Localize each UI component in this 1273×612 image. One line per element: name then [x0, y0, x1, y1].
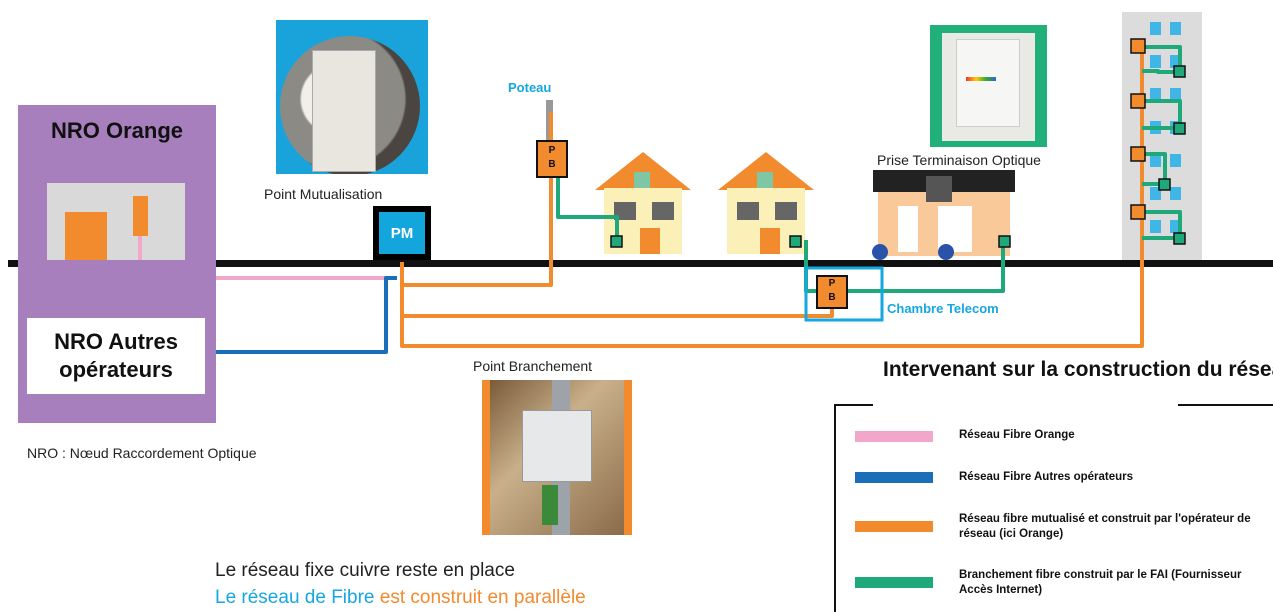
pb-letter: B: [548, 159, 556, 170]
legend-swatch-pink: [855, 431, 933, 442]
nro-inner-equipment: [65, 196, 148, 260]
label-poteau: Poteau: [508, 80, 552, 95]
label-chambre-telecom: Chambre Telecom: [887, 301, 999, 316]
photo-point-branchement: [482, 380, 632, 535]
nro-autres-operateurs: NRO Autres opérateurs: [27, 318, 205, 394]
bottom-line-2-orange: est construit en parallèle: [379, 587, 586, 608]
legend-swatch-blue: [855, 472, 933, 483]
connector-apt-4: [1173, 232, 1186, 245]
connector-apt-3: [1158, 178, 1171, 191]
legend-item-3: Branchement fibre construit par le FAI (…: [959, 569, 1242, 596]
ground-line: [8, 260, 1273, 267]
bottom-line-2: Le réseau de Fibre est construit en para…: [215, 587, 586, 609]
connector-house1: [610, 235, 623, 248]
pb-apt-3: [1130, 146, 1146, 162]
connector-house2: [789, 235, 802, 248]
pb-letter: P: [828, 278, 836, 289]
legend-item-2: Réseau fibre mutualisé et construit par …: [959, 513, 1251, 540]
legend-item-0: Réseau Fibre Orange: [959, 429, 1075, 441]
house-2: [718, 152, 814, 254]
pb-box-chambre: [816, 275, 848, 309]
pb-apt-2: [1130, 93, 1146, 109]
pb-letter: B: [828, 292, 836, 303]
label-point-mutualisation: Point Mutualisation: [264, 186, 383, 202]
chambre-telecom-frame: [804, 266, 884, 322]
label-prise-terminaison: Prise Terminaison Optique: [877, 152, 1041, 168]
connector-apt-2: [1173, 122, 1186, 135]
connector-shop: [998, 235, 1011, 248]
shop-building: [872, 170, 1015, 260]
legend-frame: [834, 404, 1273, 612]
pb-apt-1: [1130, 38, 1146, 54]
cable-blue-autres: [216, 276, 397, 354]
nro-orange-title: NRO Orange: [50, 118, 184, 143]
nro-caption: NRO : Nœud Raccordement Optique: [27, 445, 257, 461]
house-1: [595, 152, 691, 254]
photo-point-mutualisation: [276, 20, 428, 174]
pb-box-poteau: [536, 140, 568, 178]
legend-title-text: Intervenant sur la construction du résea…: [883, 358, 1273, 381]
photo-prise-terminaison: [930, 25, 1047, 147]
legend-swatch-green: [855, 577, 933, 588]
legend-swatch-orange: [855, 521, 933, 532]
connector-apt-1: [1173, 65, 1186, 78]
pb-letter: P: [548, 145, 556, 156]
bottom-line-2-blue: Le réseau de Fibre: [215, 587, 375, 608]
bottom-line-1: Le réseau fixe cuivre reste en place: [215, 560, 515, 581]
pm-box: PM: [379, 212, 425, 254]
legend-item-1: Réseau Fibre Autres opérateurs: [959, 471, 1134, 483]
pb-apt-4: [1130, 204, 1146, 220]
label-point-branchement: Point Branchement: [473, 358, 593, 374]
